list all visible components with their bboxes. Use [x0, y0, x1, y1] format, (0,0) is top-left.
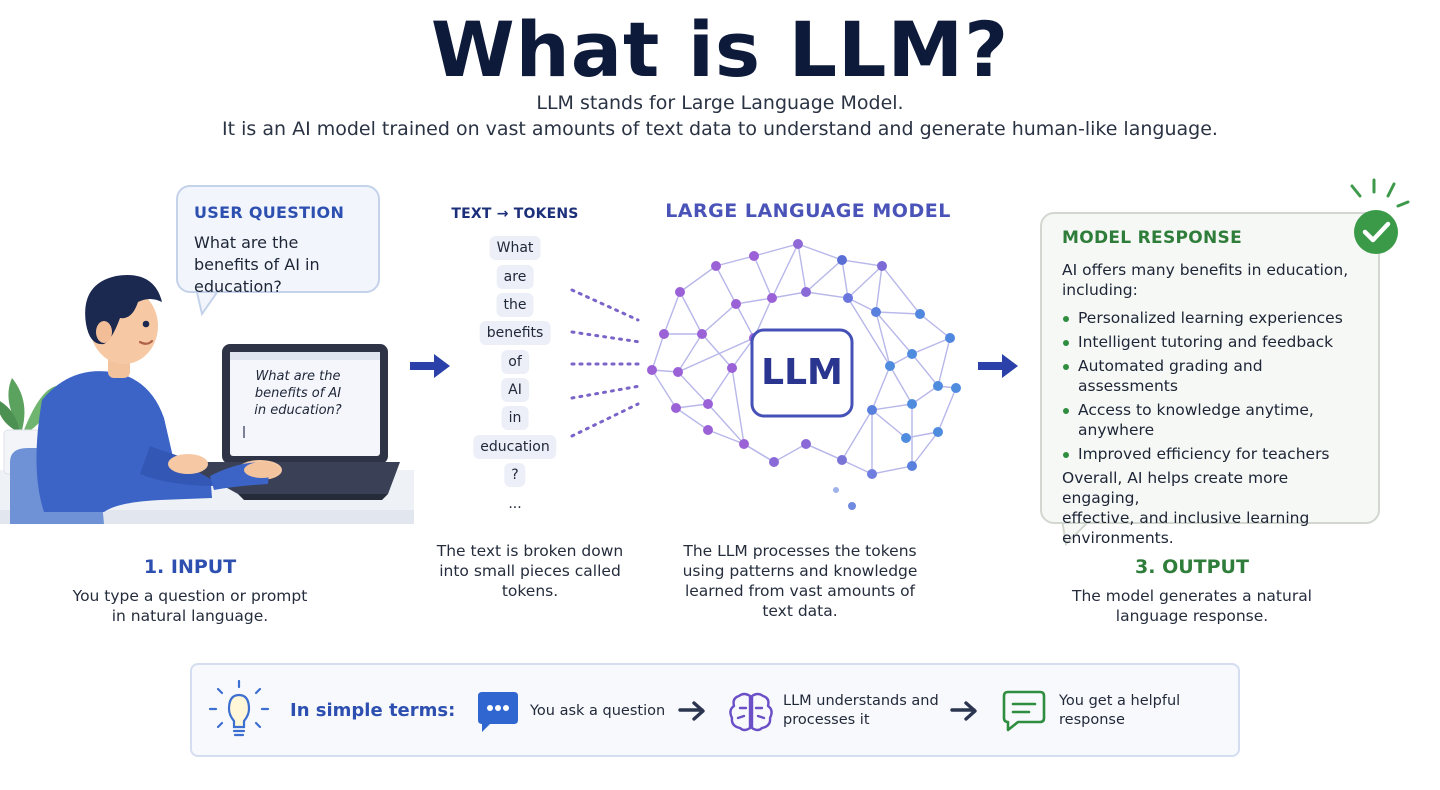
chat-bubble-icon — [478, 692, 518, 732]
step-input-title: 1. INPUT — [143, 556, 237, 578]
subtitle-line-2: It is an AI model trained on vast amount… — [222, 118, 1218, 140]
step-input-desc: You type a question or prompt in natural… — [40, 586, 340, 626]
check-icon — [1350, 178, 1410, 254]
llm-heading: LARGE LANGUAGE MODEL — [665, 200, 951, 222]
step-input-desc-line-1: You type a question or prompt — [72, 587, 308, 605]
response-outro-line-1: Overall, AI helps create more engaging, — [1062, 469, 1289, 507]
step-output-desc-line-1: The model generates a natural — [1072, 587, 1312, 605]
user-question-heading: USER QUESTION — [194, 203, 345, 222]
step-input-desc-line-2: in natural language. — [111, 607, 269, 625]
list-item: Improved efficiency for teachers — [1062, 444, 1358, 464]
token: are — [496, 265, 534, 289]
list-item: Access to knowledge anytime, anywhere — [1062, 400, 1328, 440]
summary-bar — [190, 663, 1240, 757]
message-icon — [1002, 690, 1046, 732]
response-intro: AI offers many benefits in education, in… — [1062, 260, 1358, 300]
arrow-right-icon — [410, 354, 450, 378]
summary-step-3: You get a helpful response — [1059, 692, 1180, 730]
page-subtitle: LLM stands for Large Language Model. It … — [0, 90, 1440, 142]
brain-icon — [729, 692, 773, 732]
tokens-list: What are the benefits of AI in education… — [440, 236, 590, 516]
token: AI — [501, 378, 529, 402]
token: benefits — [479, 321, 551, 345]
tokens-desc-line-2: into small pieces called — [439, 562, 621, 580]
summary-label: In simple terms: — [290, 700, 456, 721]
list-item: Personalized learning experiences — [1062, 308, 1358, 328]
token: in — [501, 406, 529, 430]
arrow-right-icon — [950, 701, 977, 721]
tokens-desc: The text is broken down into small piece… — [410, 541, 650, 601]
llm-core-label: LLM — [761, 352, 843, 393]
user-question-bubble: USER QUESTION What are the benefits of A… — [176, 185, 380, 296]
laptop-screen-text: What are the benefits of AI in education… — [232, 368, 364, 419]
subtitle-line-1: LLM stands for Large Language Model. — [536, 92, 904, 114]
model-desc-line-1: The LLM processes the tokens — [683, 542, 917, 560]
user-question-text: What are the benefits of AI in education… — [194, 233, 320, 296]
model-response-card: MODEL RESPONSE AI offers many benefits i… — [1040, 212, 1380, 547]
token: What — [489, 236, 541, 260]
token: ? — [504, 463, 526, 487]
laptop-line-3: in education? — [254, 403, 342, 418]
tokens-desc-line-3: tokens. — [501, 582, 559, 600]
summary-step-2-line-2: processes it — [783, 712, 870, 728]
response-intro-line-1: AI offers many benefits in education, — [1062, 261, 1349, 279]
summary-step-3-line-1: You get a helpful — [1059, 693, 1181, 709]
model-desc: The LLM processes the tokens using patte… — [660, 541, 940, 621]
person-laptop-illustration — [0, 275, 414, 524]
page-title: What is LLM? — [430, 5, 1010, 94]
summary-step-3-line-2: response — [1059, 712, 1125, 728]
arrow-right-icon — [678, 701, 705, 721]
step-output-title: 3. OUTPUT — [1135, 556, 1249, 578]
neural-network-brain — [647, 239, 961, 510]
tokens-heading: TEXT → TOKENS — [451, 206, 579, 222]
response-outro-line-3: environments. — [1062, 529, 1174, 547]
step-output-desc-line-2: language response. — [1115, 607, 1269, 625]
response-outro: Overall, AI helps create more engaging, … — [1062, 468, 1358, 548]
tokens-desc-line-1: The text is broken down — [436, 542, 624, 560]
laptop-line-2: benefits of AI — [254, 386, 342, 401]
model-desc-line-4: text data. — [762, 602, 838, 620]
laptop-line-1: What are the — [255, 369, 341, 384]
lightbulb-icon — [208, 679, 270, 737]
token: of — [501, 350, 529, 374]
list-item: Intelligent tutoring and feedback — [1062, 332, 1358, 352]
model-desc-line-2: using patterns and knowledge — [682, 562, 918, 580]
model-response-heading: MODEL RESPONSE — [1062, 228, 1242, 248]
summary-step-2: LLM understands and processes it — [783, 692, 939, 730]
step-output-desc: The model generates a natural language r… — [1042, 586, 1342, 626]
list-item: Automated grading and assessments — [1062, 356, 1358, 396]
model-desc-line-3: learned from vast amounts of — [684, 582, 916, 600]
token: the — [496, 293, 534, 317]
arrow-right-icon — [978, 354, 1018, 378]
response-intro-line-2: including: — [1062, 281, 1138, 299]
token-ellipsis: ... — [508, 496, 522, 512]
benefits-list: Personalized learning experiences Intell… — [1062, 308, 1358, 464]
token: education — [473, 435, 557, 459]
summary-step-1: You ask a question — [530, 703, 666, 719]
token-connectors — [570, 288, 644, 438]
summary-step-2-line-1: LLM understands and — [783, 693, 939, 709]
response-outro-line-2: effective, and inclusive learning — [1062, 509, 1310, 527]
